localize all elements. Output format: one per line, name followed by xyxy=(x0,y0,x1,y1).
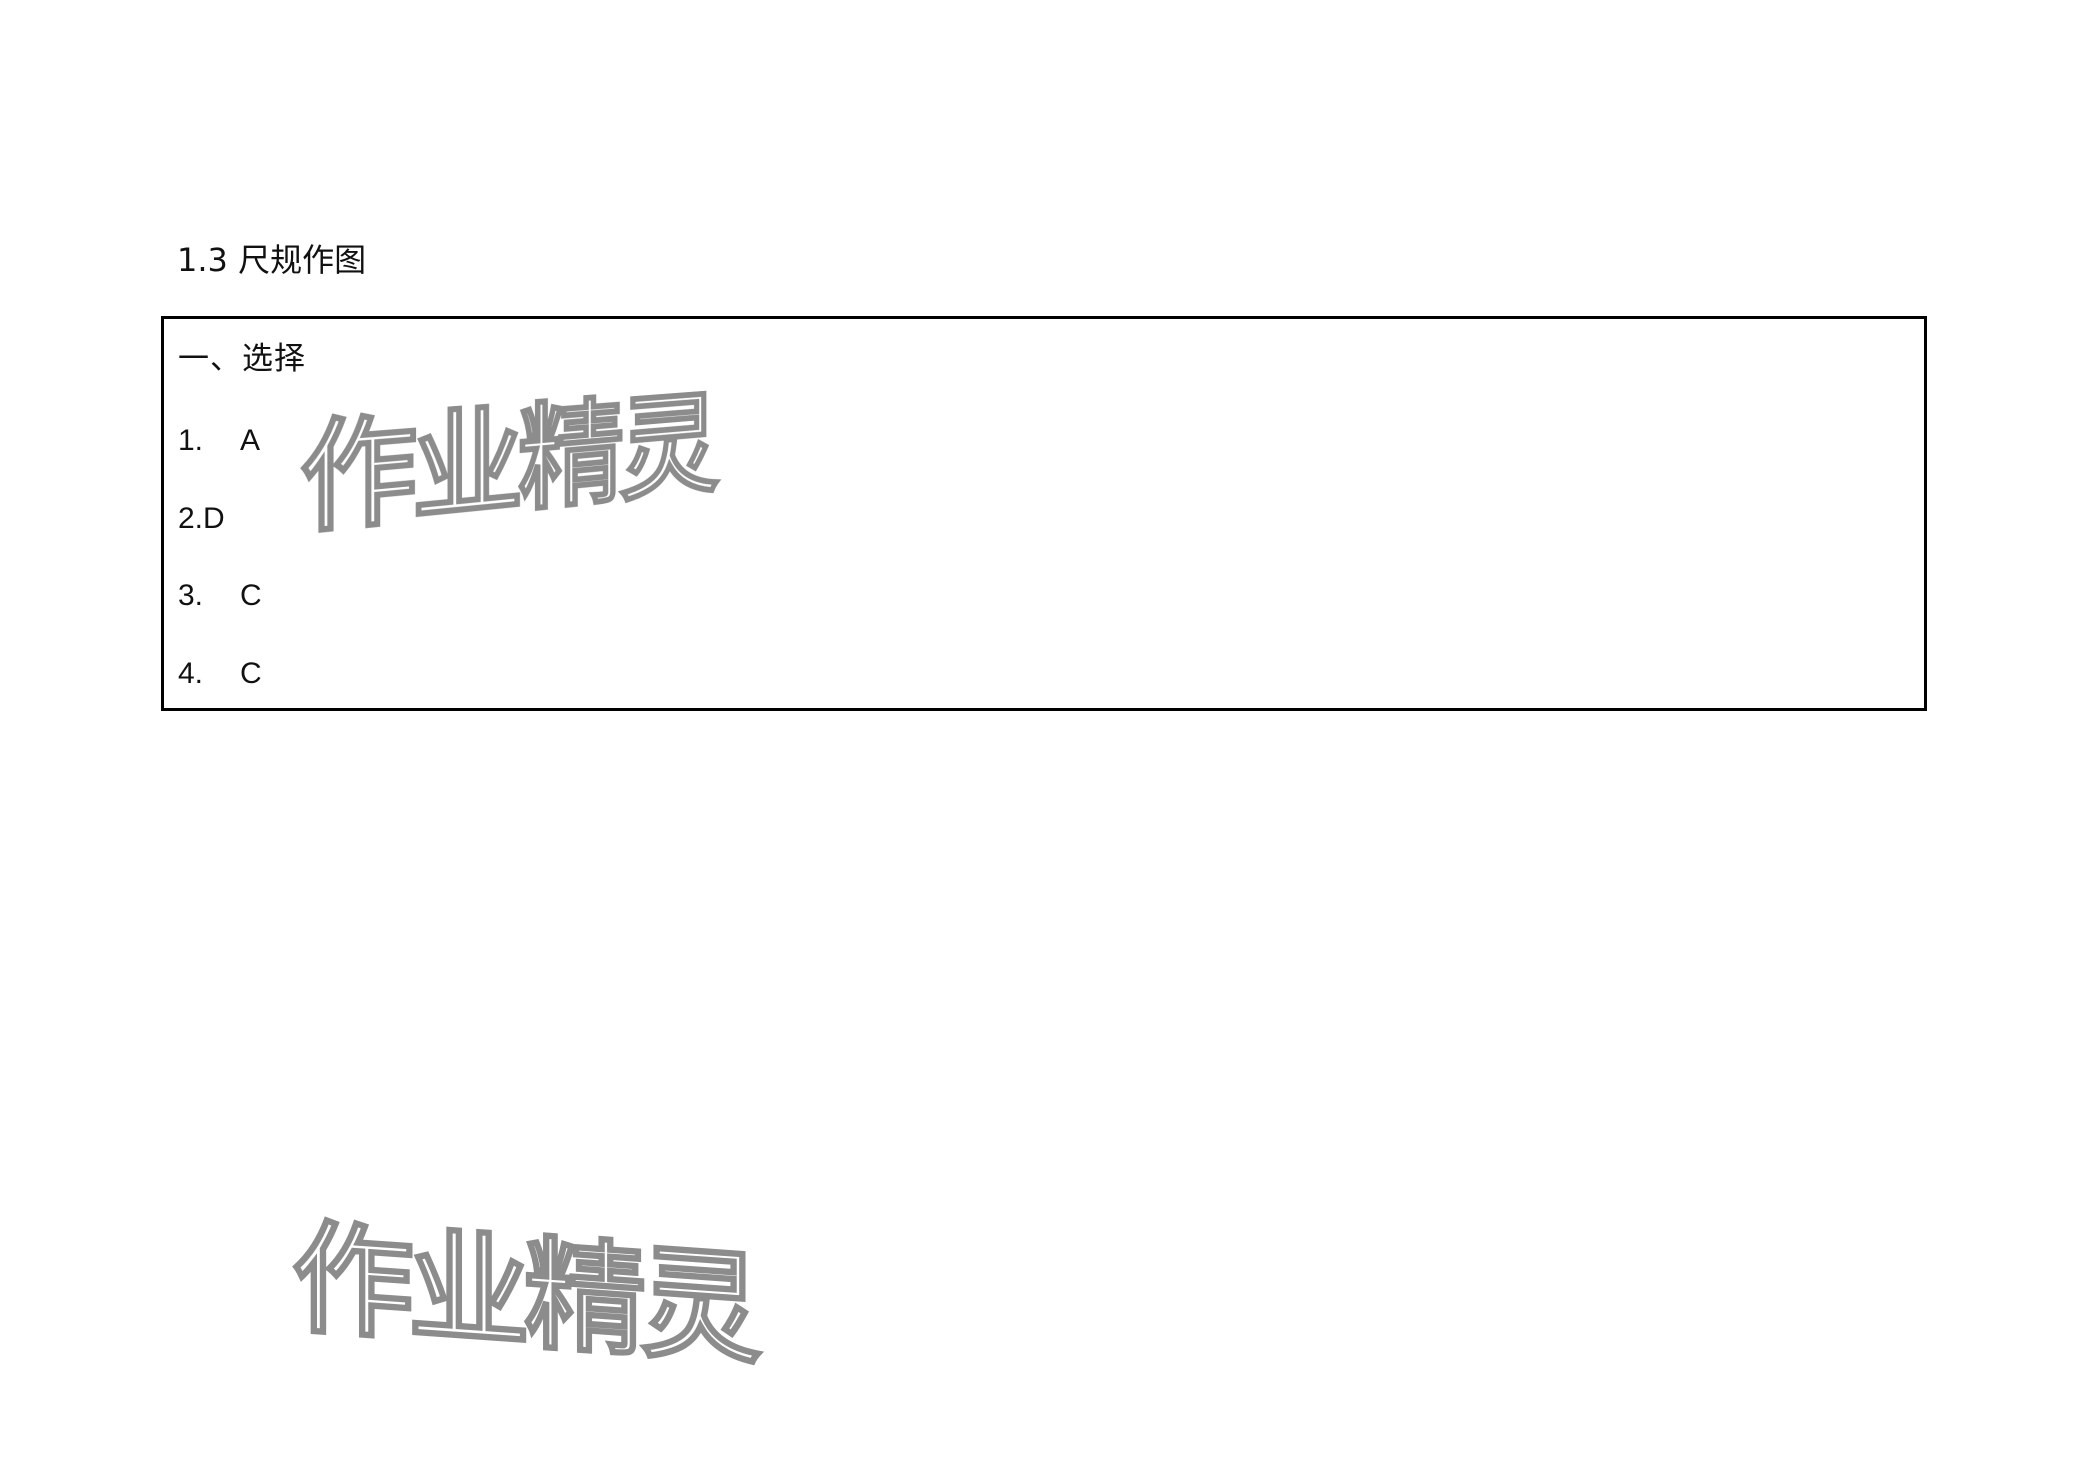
answer-number: 1. xyxy=(178,424,204,457)
answer-box: 一、选择 1. A 2.D 3. C 4. C xyxy=(161,316,1927,711)
answer-choice: C xyxy=(240,657,262,690)
section-heading: 一、选择 xyxy=(178,341,306,377)
page-title: 1.3 尺规作图 xyxy=(177,241,367,279)
answer-number: 3. xyxy=(178,579,204,612)
answer-item-1: 1. A xyxy=(178,421,260,461)
answer-item-2: 2.D xyxy=(178,499,225,539)
answer-choice: C xyxy=(240,579,262,612)
answer-item-3: 3. C xyxy=(178,576,262,616)
watermark-bottom: 作业精灵 xyxy=(291,1206,758,1383)
answer-number: 2. xyxy=(178,502,204,535)
answer-number: 4. xyxy=(178,657,204,690)
answer-item-4: 4. C xyxy=(178,654,262,694)
answer-choice: D xyxy=(203,502,225,535)
answer-choice: A xyxy=(240,424,261,457)
